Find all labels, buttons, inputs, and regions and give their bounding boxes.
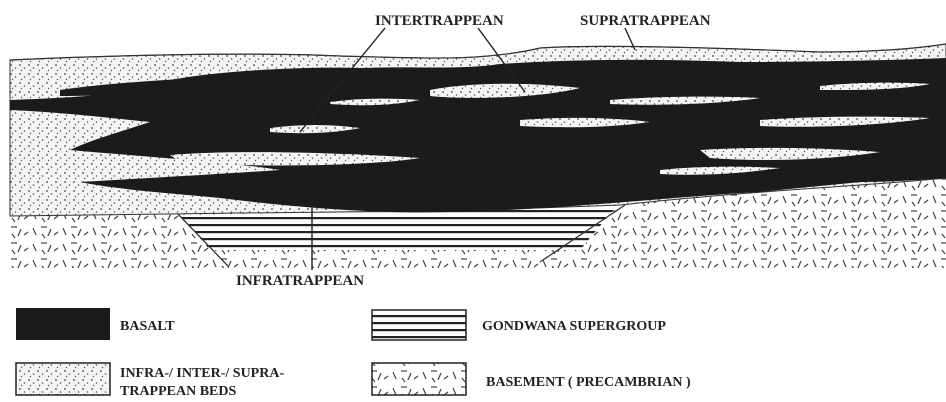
legend-basement-label: BASEMENT ( PRECAMBRIAN ) xyxy=(486,375,691,390)
legend-basalt-swatch xyxy=(16,308,110,340)
gondwana-unit xyxy=(180,208,615,250)
intertrappean-label: INTERTRAPPEAN xyxy=(375,13,504,29)
legend-basalt-label: BASALT xyxy=(120,319,175,334)
legend-gondwana-label: GONDWANA SUPERGROUP xyxy=(482,319,666,334)
legend-beds-label-2: TRAPPEAN BEDS xyxy=(120,384,237,399)
legend-beds-swatch xyxy=(16,363,110,395)
infratrappean-label: INFRATRAPPEAN xyxy=(236,273,364,289)
supratrappean-label: SUPRATRAPPEAN xyxy=(580,13,711,29)
legend: BASALT GONDWANA SUPERGROUP INFRA-/ INTER… xyxy=(16,308,691,399)
legend-beds-label-1: INFRA-/ INTER-/ SUPRA- xyxy=(120,366,284,381)
legend-gondwana-swatch xyxy=(372,310,466,340)
legend-basement-swatch xyxy=(372,363,466,395)
